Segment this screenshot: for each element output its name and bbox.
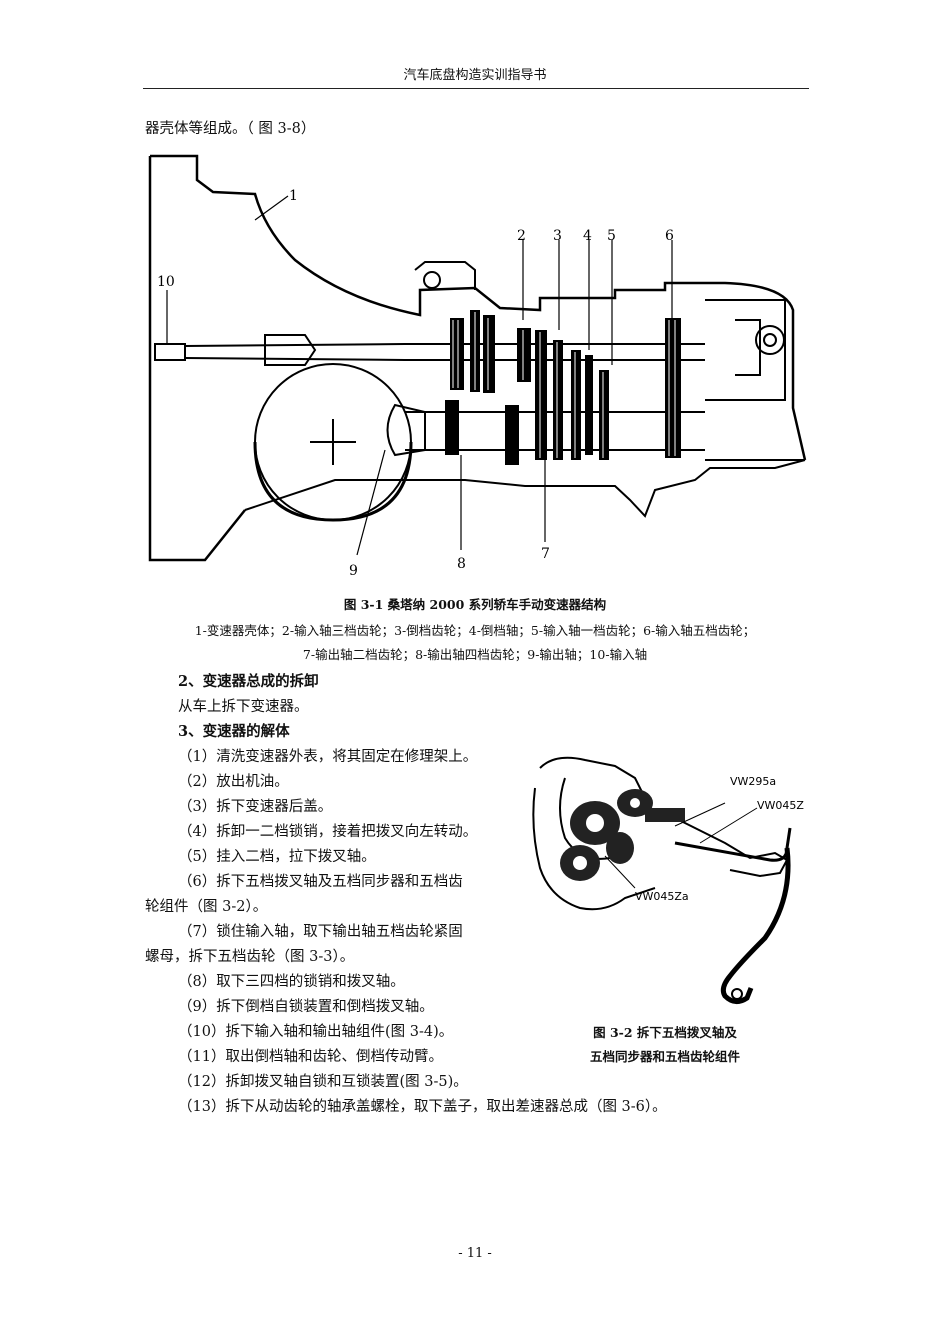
figure-3-1-transmission-diagram: 1 2 3 4 5 6 7 8 9 10 bbox=[148, 154, 807, 579]
figure-3-1-legend-line-2: 7-输出轴二档齿轮；8-输出轴四档齿轮；9-输出轴；10-输入轴 bbox=[302, 647, 648, 662]
figure-3-2-caption-line-1: 图 3-2 拆下五档拨叉轴及 bbox=[593, 1025, 737, 1040]
callout-7: 7 bbox=[541, 546, 550, 562]
step-5: （5）挂入二档，拉下拨叉轴。 bbox=[178, 849, 376, 865]
callout-4: 4 bbox=[583, 228, 592, 244]
step-9: （9）拆下倒档自锁装置和倒档拨叉轴。 bbox=[178, 999, 434, 1015]
step-3: （3）拆下变速器后盖。 bbox=[178, 799, 333, 815]
step-4: （4）拆卸一二档锁销，接着把拨叉向左转动。 bbox=[178, 824, 478, 840]
step-7-continued: 螺母，拆下五档齿轮（图 3-3）。 bbox=[145, 949, 355, 965]
figure-3-1-legend-line-1: 1-变速器壳体；2-输入轴三档齿轮；3-倒档齿轮；4-倒档轴；5-输入轴一档齿轮… bbox=[194, 623, 756, 638]
step-6-continued: 轮组件（图 3-2）。 bbox=[145, 899, 268, 915]
figure-3-2-illustration: VW295a VW045Z VW045Za bbox=[532, 756, 804, 1004]
figure-3-2-caption-line-2: 五档同步器和五档齿轮组件 bbox=[589, 1049, 740, 1064]
callout-2: 2 bbox=[517, 228, 526, 244]
label-vw045z: VW045Z bbox=[757, 799, 804, 812]
section-3-heading: 3、变速器的解体 bbox=[178, 723, 290, 740]
step-7: （7）锁住输入轴，取下输出轴五档齿轮紧固 bbox=[178, 924, 463, 940]
step-11: （11）取出倒档轴和齿轮、倒档传动臂。 bbox=[178, 1049, 443, 1065]
intro-text: 器壳体等组成。（ 图 3-8） bbox=[145, 121, 316, 137]
step-2: （2）放出机油。 bbox=[178, 774, 289, 790]
page-number: - 11 - bbox=[458, 1246, 492, 1261]
callout-1: 1 bbox=[289, 188, 298, 204]
step-6: （6）拆下五档拨叉轴及五档同步器和五档齿 bbox=[178, 874, 463, 890]
step-13: （13）拆下从动齿轮的轴承盖螺栓，取下盖子，取出差速器总成（图 3-6）。 bbox=[178, 1099, 667, 1115]
figure-3-1-caption: 图 3-1 桑塔纳 2000 系列轿车手动变速器结构 bbox=[343, 597, 607, 612]
step-8: （8）取下三四档的锁销和拨叉轴。 bbox=[178, 974, 405, 990]
header-rule bbox=[143, 88, 809, 89]
running-header: 汽车底盘构造实训指导书 bbox=[403, 68, 547, 83]
callout-8: 8 bbox=[457, 556, 466, 572]
section-2-heading: 2、变速器总成的拆卸 bbox=[178, 673, 319, 690]
callout-10: 10 bbox=[157, 274, 175, 290]
label-vw295a: VW295a bbox=[730, 775, 776, 788]
step-10: （10）拆下输入轴和输出轴组件(图 3-4)。 bbox=[178, 1024, 454, 1040]
callout-3: 3 bbox=[553, 228, 562, 244]
step-1: （1）清洗变速器外表，将其固定在修理架上。 bbox=[178, 749, 478, 765]
callout-9: 9 bbox=[349, 563, 358, 579]
callout-6: 6 bbox=[665, 228, 674, 244]
section-2-text: 从车上拆下变速器。 bbox=[178, 699, 309, 715]
step-12: （12）拆卸拨叉轴自锁和互锁装置(图 3-5)。 bbox=[178, 1074, 468, 1090]
label-vw045za: VW045Za bbox=[635, 890, 689, 903]
callout-5: 5 bbox=[607, 228, 616, 244]
